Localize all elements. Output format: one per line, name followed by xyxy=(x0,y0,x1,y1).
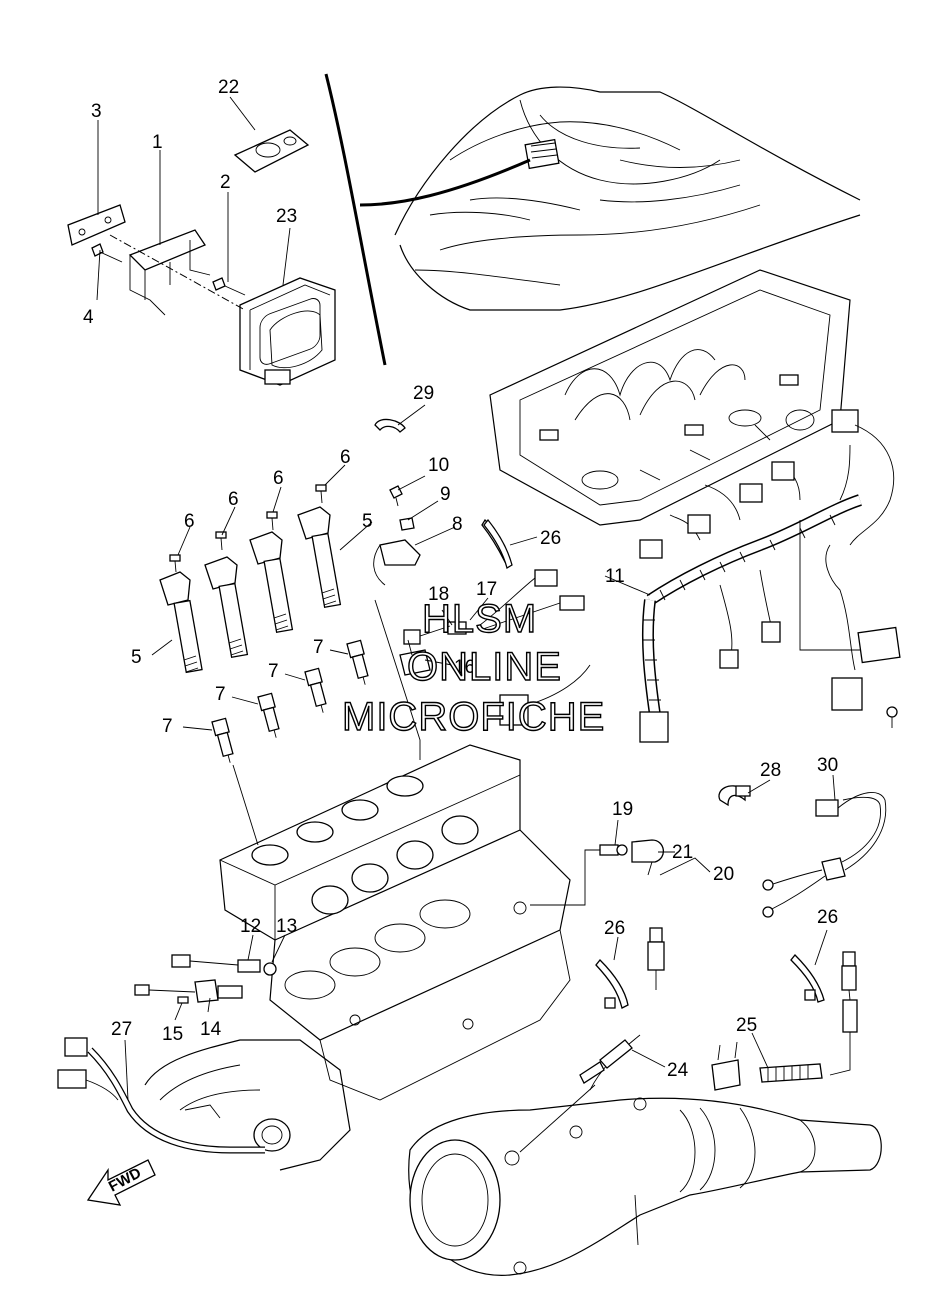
callout-26c: 26 xyxy=(817,907,838,928)
ignition-coils xyxy=(159,484,342,674)
callout-29: 29 xyxy=(413,383,434,404)
ecu-assembly xyxy=(67,129,336,386)
callout-23: 23 xyxy=(276,206,297,227)
watermark: HLSM ONLINE MICROFICHE xyxy=(341,596,605,739)
watermark-line2: ONLINE xyxy=(407,645,562,689)
callout-19: 19 xyxy=(612,799,633,820)
callout-22: 22 xyxy=(218,77,239,98)
exhaust-manifold xyxy=(144,1039,351,1171)
callout-20: 20 xyxy=(713,864,734,885)
watermark-line1: HLSM xyxy=(422,597,537,641)
callout-5a: 5 xyxy=(131,647,142,668)
callout-labels: 1 2 3 4 5 5 6 6 6 6 7 7 7 7 8 9 10 11 12… xyxy=(83,77,838,1081)
parts-28-30 xyxy=(718,785,887,918)
section-divider xyxy=(324,73,387,366)
callout-7c: 7 xyxy=(268,661,279,682)
callout-27: 27 xyxy=(111,1019,132,1040)
watermark-line3: MICROFICHE xyxy=(342,695,605,739)
callout-9: 9 xyxy=(440,484,451,505)
sensor-19-21 xyxy=(530,839,664,906)
callout-6b: 6 xyxy=(228,489,239,510)
callout-15: 15 xyxy=(162,1024,183,1045)
callout-17: 17 xyxy=(476,579,497,600)
callout-12: 12 xyxy=(240,916,261,937)
callout-10: 10 xyxy=(428,455,449,476)
callout-8: 8 xyxy=(452,514,463,535)
callout-24: 24 xyxy=(667,1060,689,1081)
forward-arrow-icon: FWD xyxy=(86,1159,156,1206)
cable-ties xyxy=(483,518,825,1009)
sensors-left xyxy=(134,954,277,1004)
callout-18: 18 xyxy=(428,584,449,605)
exhaust-pipe xyxy=(408,1084,882,1276)
spark-plugs xyxy=(211,639,369,846)
callout-28: 28 xyxy=(760,760,781,781)
callout-5b: 5 xyxy=(362,511,373,532)
callout-26b: 26 xyxy=(604,918,625,939)
callout-6c: 6 xyxy=(273,468,284,489)
callout-14: 14 xyxy=(200,1019,222,1040)
callout-6a: 6 xyxy=(184,511,195,532)
callout-21: 21 xyxy=(672,842,693,863)
leader-lines xyxy=(96,96,836,1101)
watercraft-hull xyxy=(359,86,861,311)
callout-7b: 7 xyxy=(215,684,226,705)
callout-3: 3 xyxy=(91,101,102,122)
callout-2: 2 xyxy=(220,172,231,193)
fwd-label: FWD xyxy=(106,1164,144,1195)
callout-26a: 26 xyxy=(540,528,561,549)
callout-30: 30 xyxy=(817,755,838,776)
callout-13: 13 xyxy=(276,916,297,937)
callout-7a: 7 xyxy=(162,716,173,737)
wiring-harness xyxy=(639,409,901,743)
callout-1: 1 xyxy=(152,132,163,153)
engine-block xyxy=(219,744,571,1101)
callout-25: 25 xyxy=(736,1015,757,1036)
callout-4: 4 xyxy=(83,307,94,328)
sensors-24-25 xyxy=(579,927,858,1091)
callout-7d: 7 xyxy=(313,637,324,658)
engine-compartment xyxy=(489,269,851,526)
callout-16: 16 xyxy=(454,657,475,678)
callout-11: 11 xyxy=(605,566,625,587)
sub-harness xyxy=(57,1037,265,1154)
callout-6d: 6 xyxy=(340,447,351,468)
